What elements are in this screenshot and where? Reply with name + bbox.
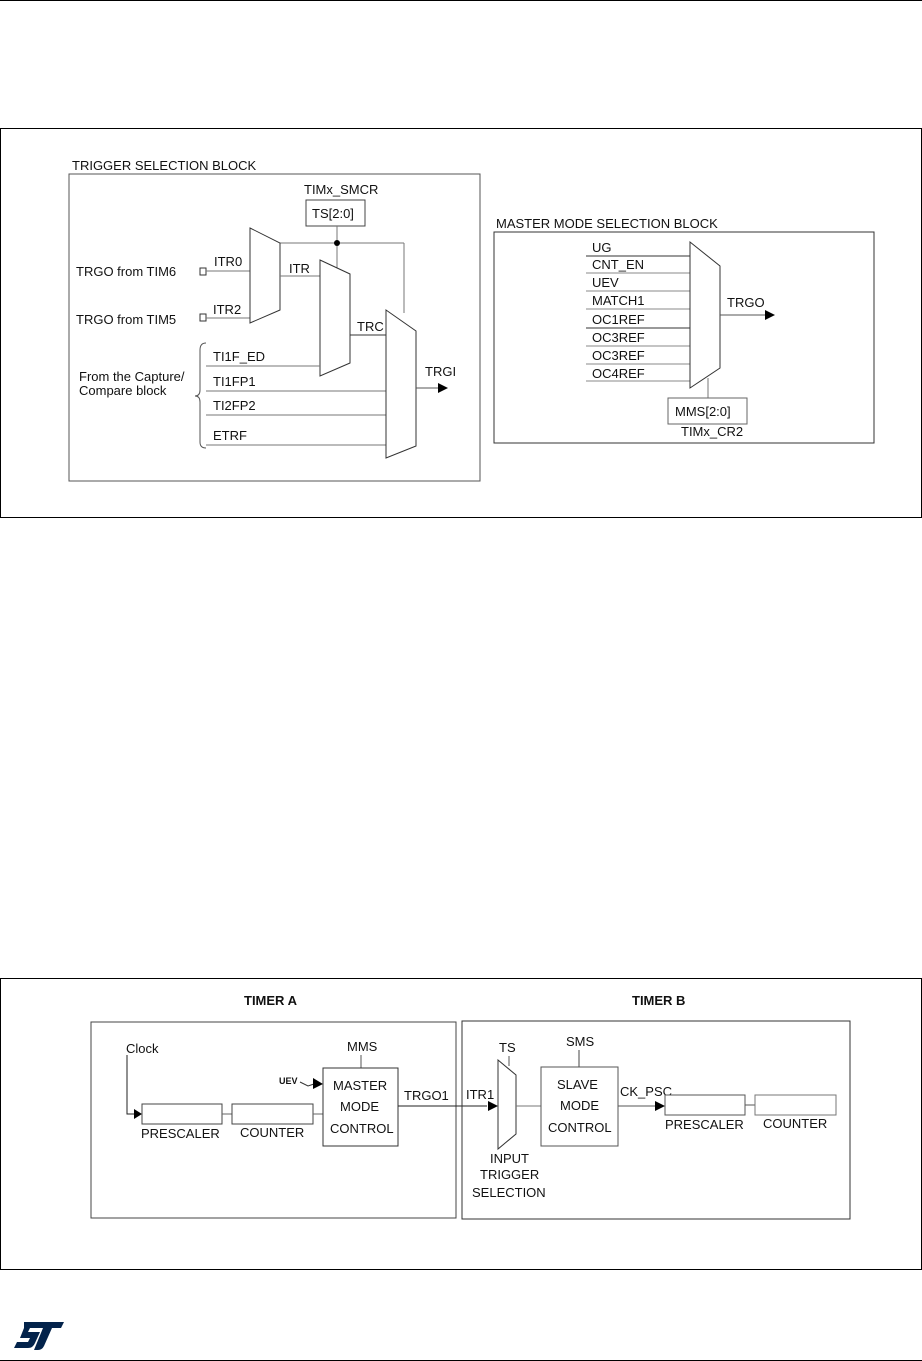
trgo1-label: TRGO1: [404, 1088, 449, 1103]
junction-dot: [334, 240, 340, 246]
sms-label: SMS: [566, 1034, 595, 1049]
cc-input-ti2fp2: TI2FP2: [213, 398, 256, 413]
timer-a-prescaler-label: PRESCALER: [141, 1126, 220, 1141]
timer-a-counter-box: [231, 1103, 314, 1125]
cc-input-ti1fp1: TI1FP1: [213, 374, 256, 389]
master-input-oc1ref: OC1REF: [592, 312, 645, 327]
source-tim6-port: [199, 267, 207, 276]
itr-mux: [249, 227, 281, 324]
trgo-arrow-icon: [765, 310, 775, 320]
timer-a-prescaler-box: [141, 1103, 223, 1125]
ts-field-box: [305, 199, 366, 227]
trgo-mux: [689, 240, 721, 389]
master-input-oc3ref-b: OC3REF: [592, 348, 645, 363]
figure-2-diagram: TIMER A Clock PRESCALER COUNTER UEV MMS …: [90, 993, 851, 1220]
timer-b-counter-label: COUNTER: [763, 1116, 827, 1131]
uev-arrow-icon: [313, 1078, 323, 1089]
selection-line2: TRIGGER: [480, 1167, 539, 1182]
uev-label: UEV: [279, 1076, 298, 1086]
mms-field-box: [667, 397, 748, 425]
smcr-register-label: TIMx_SMCR: [304, 182, 378, 197]
cc-brace: [194, 342, 207, 449]
master-input-match1: MATCH1: [592, 293, 644, 308]
trgi-arrow-icon: [438, 383, 448, 393]
timer-b-prescaler-label: PRESCALER: [665, 1117, 744, 1132]
slave-mode-line3: CONTROL: [548, 1120, 612, 1135]
cc-input-etrf: ETRF: [213, 428, 247, 443]
trgi-label: TRGI: [425, 364, 456, 379]
master-input-oc3ref-a: OC3REF: [592, 330, 645, 345]
ts-label: TS: [499, 1040, 516, 1055]
master-mode-line3: CONTROL: [330, 1121, 394, 1136]
mms-field-label: MMS[2:0]: [675, 404, 731, 419]
selection-line3: SELECTION: [472, 1185, 546, 1200]
itr1-label: ITR1: [466, 1087, 494, 1102]
itr1-arrow-icon: [488, 1101, 498, 1111]
timer-b-counter-box: [754, 1094, 837, 1116]
trgo-label: TRGO: [727, 295, 765, 310]
st-logo-icon: [14, 1322, 64, 1350]
figure-1-diagram: TRIGGER SELECTION BLOCK TIMx_SMCR TS[2:0…: [68, 158, 875, 482]
master-input-ug: UG: [592, 240, 612, 255]
timer-a-frame: [90, 1021, 457, 1219]
trc-mux: [319, 259, 351, 377]
slave-mode-line1: SLAVE: [557, 1077, 598, 1092]
cc-label-line1: From the Capture/: [79, 369, 185, 384]
master-input-uev: UEV: [592, 275, 619, 290]
master-block-title: MASTER MODE SELECTION BLOCK: [496, 216, 718, 231]
master-input-cnt-en: CNT_EN: [592, 257, 644, 272]
timer-a-title: TIMER A: [244, 993, 298, 1008]
timer-b-title: TIMER B: [632, 993, 685, 1008]
trc-label: TRC: [357, 319, 384, 334]
ts-field-label: TS[2:0]: [312, 206, 354, 221]
cr2-register-label: TIMx_CR2: [681, 424, 743, 439]
master-mode-line2: MODE: [340, 1099, 379, 1114]
itr-label: ITR: [289, 261, 310, 276]
itr0-label: ITR0: [214, 254, 242, 269]
master-inputs: UG CNT_EN UEV MATCH1 OC1REF OC3REF OC3RE…: [586, 240, 690, 382]
master-mode-line1: MASTER: [333, 1078, 387, 1093]
master-mode-control-box: [322, 1067, 399, 1147]
timer-b-frame: [461, 1020, 851, 1220]
master-input-oc4ref: OC4REF: [592, 366, 645, 381]
trigger-block-frame: [68, 173, 481, 482]
cc-input-ti1f-ed: TI1F_ED: [213, 349, 265, 364]
ck-psc-label: CK_PSC: [620, 1084, 672, 1099]
master-block-frame: [493, 231, 875, 444]
clock-label: Clock: [126, 1041, 159, 1056]
timer-b-prescaler-box: [664, 1094, 746, 1116]
mms-label: MMS: [347, 1039, 378, 1054]
source-tim5-label: TRGO from TIM5: [76, 312, 176, 327]
top-rule: [0, 0, 922, 1]
source-tim6-label: TRGO from TIM6: [76, 264, 176, 279]
slave-mode-line2: MODE: [560, 1098, 599, 1113]
clock-arrow-icon: [134, 1109, 142, 1119]
slave-mode-control-box: [540, 1066, 619, 1147]
input-trigger-mux: [497, 1058, 517, 1151]
selection-line1: INPUT: [490, 1151, 529, 1166]
trgi-mux: [385, 309, 417, 459]
cc-label-line2: Compare block: [79, 383, 167, 398]
trigger-block-title: TRIGGER SELECTION BLOCK: [72, 158, 257, 173]
source-tim5-port: [199, 313, 207, 322]
ck-psc-arrow-icon: [655, 1101, 665, 1111]
timer-a-counter-label: COUNTER: [240, 1125, 304, 1140]
itr2-label: ITR2: [213, 302, 241, 317]
